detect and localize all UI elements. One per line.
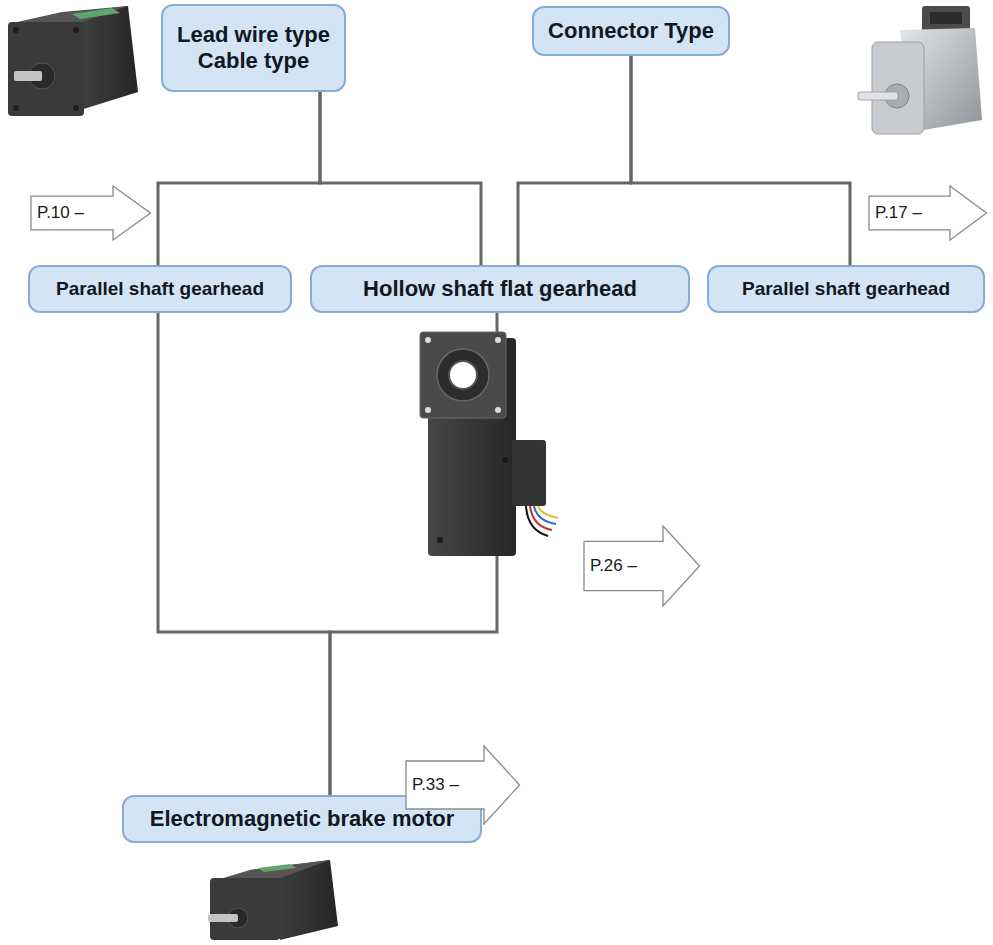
- screw-hole: [495, 407, 501, 413]
- connector-line: [631, 56, 850, 265]
- page-reference: P.17 –: [868, 185, 988, 241]
- motor-illustration: [208, 860, 338, 940]
- screw-hole: [502, 457, 508, 463]
- screw-hole: [425, 407, 431, 413]
- category-box: Connector Type: [532, 6, 730, 56]
- lead-wire: [538, 506, 558, 518]
- box-label: Parallel shaft gearhead: [56, 278, 264, 301]
- gearhead-face: [210, 878, 280, 940]
- screw-hole: [437, 537, 443, 543]
- connector-socket: [930, 12, 962, 24]
- box-label: Hollow shaft flat gearhead: [363, 276, 637, 302]
- hollow-shaft-bore: [449, 361, 477, 389]
- page-reference: P.10 –: [30, 185, 152, 241]
- box-label: Lead wire type Cable type: [173, 22, 334, 75]
- product-box: Parallel shaft gearhead: [28, 265, 292, 313]
- shaft: [208, 914, 238, 922]
- box-label: Connector Type: [548, 18, 714, 44]
- gearhead-flange: [420, 332, 506, 418]
- connector-line: [158, 313, 330, 795]
- page-number: P.33 –: [405, 775, 459, 795]
- product-box: Hollow shaft flat gearhead: [310, 265, 690, 313]
- screw-hole: [13, 105, 19, 111]
- screw-hole: [73, 27, 79, 33]
- box-label: Parallel shaft gearhead: [742, 278, 950, 301]
- motor-body: [512, 440, 546, 506]
- lead-wire: [526, 506, 548, 536]
- gearhead-face: [8, 22, 84, 116]
- motor-illustration: [8, 6, 138, 116]
- connector-line: [518, 56, 631, 265]
- motor-illustration: [858, 6, 982, 134]
- screw-hole: [13, 27, 19, 33]
- connector-line: [320, 92, 481, 265]
- box-label: Electromagnetic brake motor: [150, 806, 454, 832]
- page-number: P.17 –: [868, 203, 922, 223]
- product-box: Parallel shaft gearhead: [707, 265, 985, 313]
- screw-hole: [495, 337, 501, 343]
- motor-top-face: [8, 6, 128, 24]
- screw-hole: [73, 105, 79, 111]
- category-box: Lead wire type Cable type: [161, 4, 346, 92]
- lead-wire: [534, 506, 556, 524]
- page-number: P.10 –: [30, 203, 84, 223]
- page-arrow-outline: [584, 526, 700, 606]
- page-arrow-outline: [31, 186, 151, 240]
- motor-label: [258, 864, 296, 872]
- page-reference: P.26 –: [583, 525, 701, 607]
- motor-illustration: [420, 332, 558, 556]
- page-arrow-outline: [869, 186, 987, 240]
- shaft: [858, 92, 898, 100]
- motor-label: [72, 8, 120, 19]
- page-arrow-outline: [406, 746, 520, 824]
- hollow-shaft-ring: [437, 349, 489, 401]
- gearhead-face: [872, 42, 924, 134]
- screw-hole: [425, 337, 431, 343]
- page-number: P.26 –: [583, 556, 637, 576]
- connector-line: [158, 92, 320, 265]
- shaft: [14, 71, 42, 81]
- page-reference: P.33 –: [405, 745, 521, 825]
